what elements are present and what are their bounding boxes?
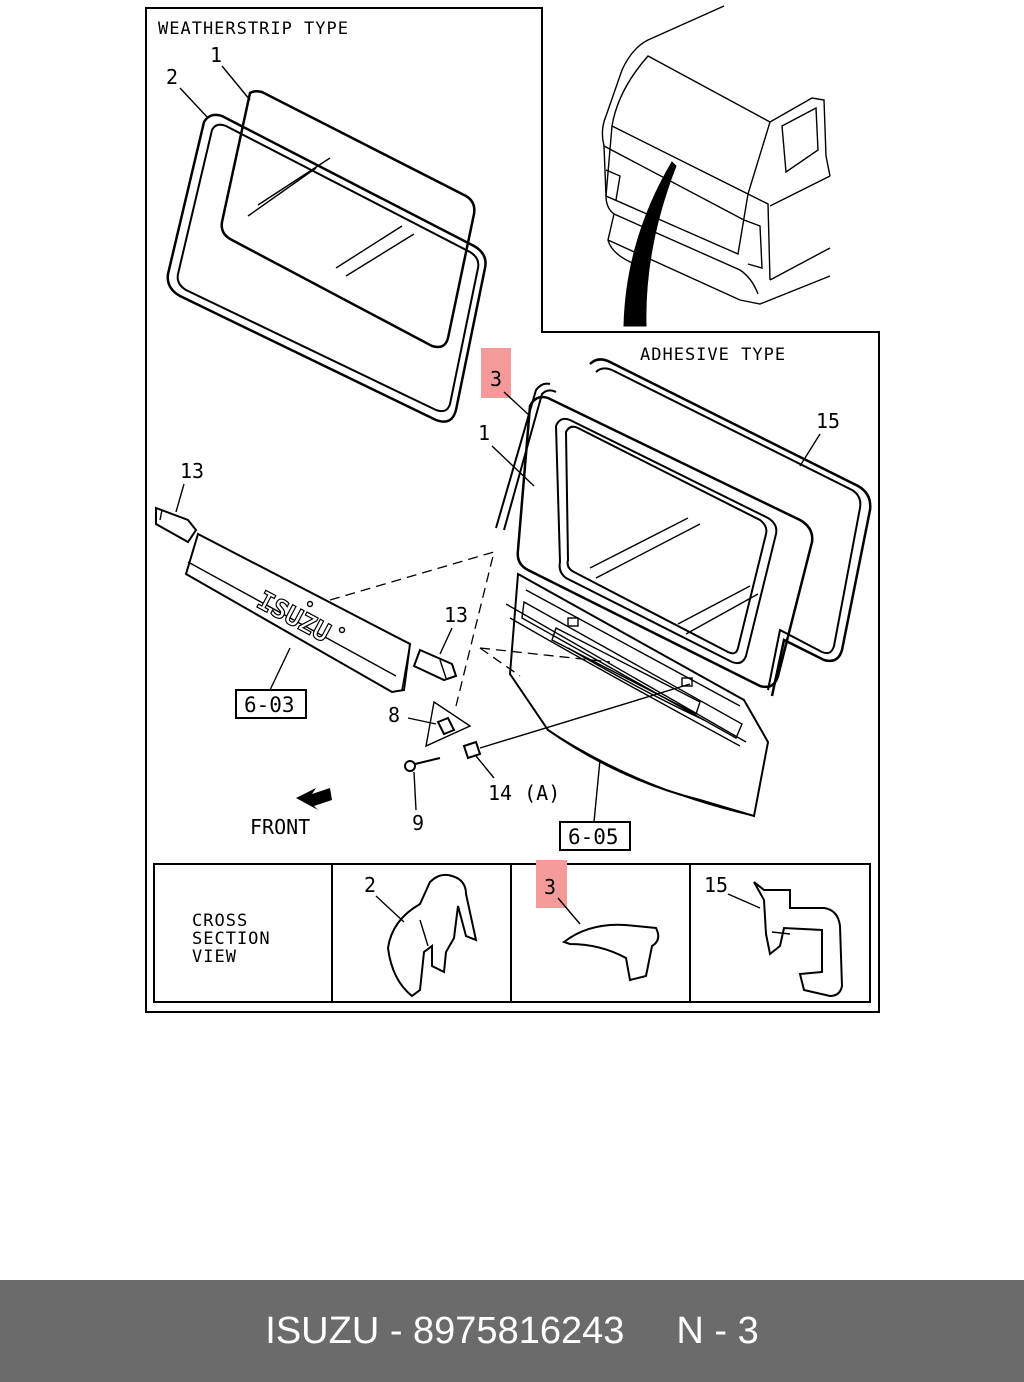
callout-14-a: 14 (A)	[488, 781, 560, 805]
diagram-border	[145, 7, 880, 1013]
callout-9: 9	[412, 811, 424, 835]
callout-weatherstrip-1: 1	[210, 43, 222, 67]
weatherstrip-glass	[220, 89, 476, 349]
cross-section-callout-3: 3	[544, 875, 556, 899]
isuzu-emblem: ISUZU	[252, 586, 335, 649]
rear-garnish: ISUZU	[184, 532, 412, 694]
callout-weatherstrip-2: 2	[166, 65, 178, 89]
screw-9	[404, 757, 441, 772]
cross-section-title-1: CROSS	[192, 911, 248, 931]
svg-text:6-05: 6-05	[568, 825, 619, 849]
adhesive-dam	[495, 382, 557, 531]
adhesive-type-label: ADHESIVE TYPE	[640, 345, 786, 365]
adhesive-glass	[516, 395, 814, 689]
weatherstrip-profile	[386, 873, 478, 998]
cross-section-title-2: SECTION	[192, 929, 271, 949]
callout-8: 8	[388, 703, 400, 727]
glass-spacer	[589, 358, 872, 697]
parts-diagram: WEATHERSTRIP TYPE 1 2 ADHES	[145, 5, 880, 1013]
callout-adhesive-1: 1	[478, 421, 490, 445]
cross-section-title-3: VIEW	[192, 947, 237, 967]
back-door-panel	[505, 572, 770, 818]
ref-box-6-03: 6-03	[235, 689, 307, 719]
spacer-profile	[753, 881, 844, 998]
clip-14	[462, 683, 691, 760]
callout-adhesive-15: 15	[816, 409, 840, 433]
cross-section-callout-2: 2	[364, 873, 376, 897]
garnish-cap-right	[412, 648, 458, 682]
svg-text:6-03: 6-03	[244, 693, 295, 717]
callout-13-right: 13	[444, 603, 468, 627]
cross-section-table	[153, 863, 871, 1003]
garnish-cap-left	[155, 506, 198, 544]
cross-section-callout-15: 15	[704, 873, 728, 897]
vehicle-rear-illustration	[601, 5, 831, 327]
clip-8	[436, 716, 456, 736]
weatherstrip-type-label: WEATHERSTRIP TYPE	[158, 19, 349, 39]
ref-box-6-05: 6-05	[559, 821, 631, 851]
footer-part-number: ISUZU - 8975816243	[265, 1309, 625, 1352]
front-label: FRONT	[250, 815, 310, 839]
adhesive-dam-profile	[561, 923, 660, 982]
front-arrow-icon	[296, 788, 332, 810]
callout-adhesive-3: 3	[490, 367, 502, 391]
weatherstrip-seal	[166, 113, 487, 423]
footer-diagram-code: N - 3	[676, 1309, 759, 1352]
footer-bar: ISUZU - 8975816243 N - 3	[0, 1280, 1024, 1382]
callout-13-left: 13	[180, 459, 204, 483]
